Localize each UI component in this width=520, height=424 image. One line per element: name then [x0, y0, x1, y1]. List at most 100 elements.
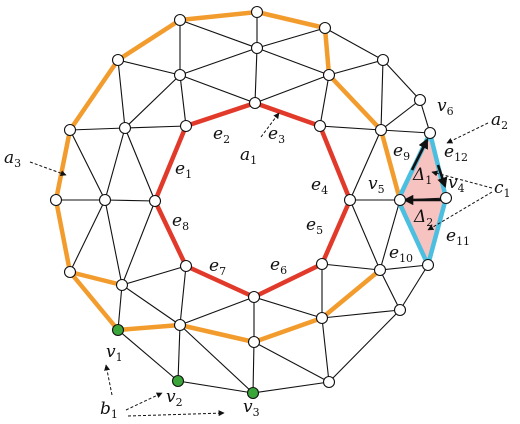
mesh-edge	[349, 199, 381, 271]
mesh-edge	[179, 74, 187, 127]
mesh-edge	[179, 265, 187, 326]
label-v2: v2	[166, 387, 183, 409]
label-e7: e7	[209, 256, 226, 278]
mesh-edge	[382, 59, 421, 101]
mesh-edge	[321, 263, 381, 271]
label-e2: e2	[213, 124, 230, 146]
mesh-edge	[321, 309, 401, 319]
mesh-edge	[321, 317, 330, 383]
mesh-edge	[124, 125, 187, 129]
mesh-edge	[179, 324, 254, 394]
mesh-edge	[328, 59, 384, 76]
mesh-edges	[55, 11, 447, 394]
mesh-edge	[177, 324, 181, 382]
label-e10: e10	[389, 243, 413, 265]
orange-loop	[53, 9, 403, 345]
mesh-edge	[117, 284, 123, 331]
mesh-edge	[124, 74, 181, 129]
label-e6: e6	[270, 255, 287, 277]
node	[247, 290, 261, 304]
mesh-edge	[380, 59, 384, 131]
mesh-edge	[179, 47, 258, 76]
mesh-edge	[256, 27, 326, 49]
mesh-edge	[117, 59, 126, 129]
label-v5: v5	[368, 174, 385, 196]
label-e12: e12	[444, 142, 468, 164]
mesh-edge	[349, 129, 382, 201]
node	[315, 257, 329, 271]
node-green	[246, 386, 260, 400]
node	[318, 21, 332, 35]
orange-segment	[322, 25, 403, 203]
node	[248, 96, 262, 110]
mesh-edge	[252, 341, 255, 394]
node	[250, 5, 264, 19]
mesh-edge	[117, 329, 179, 382]
mesh-edge	[328, 309, 401, 383]
mesh-edge	[253, 296, 323, 319]
node	[250, 41, 264, 55]
mesh-edge	[179, 296, 255, 326]
label-a1: a1	[240, 145, 257, 167]
mesh-edge	[380, 99, 421, 131]
label-e11: e11	[446, 226, 470, 248]
mesh-edge	[69, 129, 106, 201]
label-v1: v1	[106, 342, 123, 364]
node	[118, 121, 132, 135]
node-green	[111, 323, 125, 337]
label-a3: a3	[4, 148, 21, 170]
mesh-edge	[104, 127, 126, 201]
node	[313, 119, 327, 133]
label-e8: e8	[172, 211, 189, 233]
mesh-edge	[124, 127, 156, 202]
node	[98, 193, 112, 207]
label-delta2: Δ2	[413, 207, 433, 229]
node	[63, 265, 77, 279]
mesh-edge	[379, 264, 429, 271]
mesh-edge	[177, 380, 254, 394]
node	[322, 68, 336, 82]
node	[413, 93, 427, 107]
mesh-edge	[379, 269, 401, 311]
label-delta1: Δ1	[412, 165, 432, 187]
mesh-edge	[69, 199, 106, 273]
node	[315, 311, 329, 325]
node	[376, 53, 390, 67]
mesh-edge	[319, 74, 330, 127]
node	[173, 13, 187, 27]
mesh-edge	[104, 199, 123, 286]
node	[421, 258, 435, 272]
orientation-arrows	[402, 138, 448, 206]
node	[173, 318, 187, 332]
node	[179, 119, 193, 133]
label-e3: e3	[268, 124, 285, 146]
node	[343, 193, 357, 207]
mesh-edge	[253, 341, 330, 383]
labels: e1 e2 e3 e4 e5 e6 e7 e8 e9 e10 e11 e12 a…	[4, 96, 511, 421]
label-v4: v4	[448, 173, 465, 195]
label-e9: e9	[393, 141, 410, 163]
orange-segment	[53, 9, 328, 333]
mesh-edge	[252, 381, 330, 394]
node	[423, 126, 437, 140]
mesh-edge	[117, 59, 181, 76]
node	[63, 123, 77, 137]
mesh-edge	[319, 125, 382, 131]
mesh-edge	[379, 199, 401, 271]
node	[111, 53, 125, 67]
node	[115, 278, 129, 292]
label-e4: e4	[311, 175, 328, 197]
orange-segment	[115, 267, 383, 345]
node	[49, 193, 63, 207]
mesh-edge	[179, 74, 256, 104]
label-e5: e5	[306, 215, 323, 237]
node	[247, 335, 261, 349]
label-v3: v3	[243, 397, 260, 419]
node	[374, 123, 388, 137]
mesh-edge	[256, 47, 330, 76]
node	[393, 193, 407, 207]
orange-segment	[67, 269, 125, 288]
label-a2: a2	[491, 110, 508, 132]
node	[173, 68, 187, 82]
